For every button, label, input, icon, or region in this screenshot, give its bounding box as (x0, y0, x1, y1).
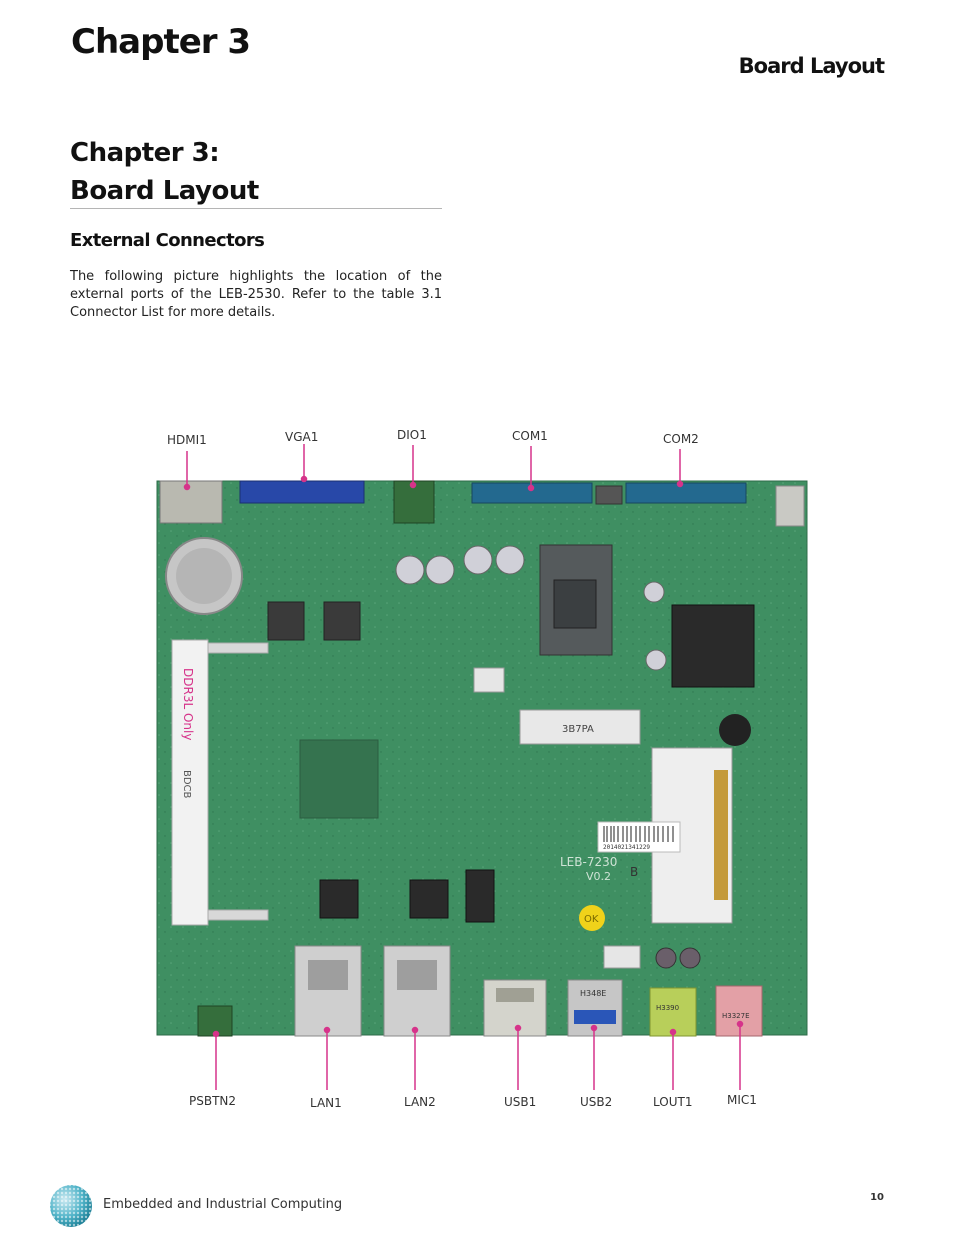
label-lout1: LOUT1 (653, 1095, 693, 1109)
dio-connector (393, 480, 435, 524)
usb1-port (483, 979, 547, 1037)
hdmi-port (159, 480, 223, 524)
version-marking: V0.2 (586, 870, 611, 883)
lan2-port (383, 945, 451, 1037)
capacitor (643, 581, 665, 603)
intro-paragraph: The following picture highlights the loc… (70, 269, 442, 320)
buzzer (719, 714, 751, 746)
page-title: Chapter 3: Board Layout (70, 134, 442, 209)
lout-chip-marking: H3390 (656, 1004, 679, 1012)
usb2-port (567, 979, 623, 1037)
com1-connector (471, 482, 593, 504)
section-header: Board Layout (738, 54, 885, 78)
capacitor (655, 947, 677, 969)
ok-sticker (579, 905, 605, 931)
lout-jack (649, 987, 697, 1037)
revision-marking: B (630, 865, 638, 879)
label-mic1: MIC1 (727, 1093, 757, 1107)
sim-slot (539, 544, 613, 656)
capacitor (645, 649, 667, 671)
label-dio1: DIO1 (397, 428, 427, 442)
label-com1: COM1 (512, 429, 548, 443)
chapter-header: Chapter 3 (71, 22, 251, 62)
cmos-battery (165, 537, 243, 615)
label-usb1: USB1 (504, 1095, 537, 1109)
usb-chip-marking: H348E (580, 989, 606, 998)
cf-slot (651, 747, 733, 924)
page-number: 10 (870, 1192, 884, 1203)
mini-card-socket (519, 709, 641, 745)
vga-connector (239, 480, 365, 504)
label-psbtn2: PSBTN2 (189, 1094, 237, 1108)
mic-chip-marking: H3327E (722, 1012, 750, 1020)
leader-lines (183, 444, 744, 1090)
capacitor (395, 555, 425, 585)
ok-marking: OK (584, 914, 599, 925)
label-lan2: LAN2 (404, 1095, 436, 1109)
pcb-board (157, 481, 807, 1035)
capacitor (463, 545, 493, 575)
com2-connector (625, 482, 747, 504)
page-title-line-1: Chapter 3: (70, 138, 220, 168)
barcode-label (597, 821, 681, 853)
bdc-marking: BDCB (181, 770, 192, 799)
company-logo-icon (48, 1183, 94, 1234)
capacitor (495, 545, 525, 575)
chip-marking: 3B7PA (562, 724, 594, 735)
psbtn-connector (197, 1005, 233, 1037)
io-chip (671, 604, 755, 688)
label-vga1: VGA1 (285, 430, 319, 444)
label-lan1: LAN1 (310, 1096, 342, 1110)
page-title-line-2: Board Layout (70, 176, 259, 206)
capacitor (679, 947, 701, 969)
label-com2: COM2 (663, 432, 699, 446)
lan1-port (294, 945, 362, 1037)
ddr-marking: DDR3L Only (181, 668, 195, 740)
subheading: External Connectors (70, 230, 265, 251)
capacitor (425, 555, 455, 585)
label-hdmi1: HDMI1 (167, 433, 207, 447)
sodimm-slot (171, 639, 209, 926)
label-usb2: USB2 (580, 1095, 613, 1109)
mic-jack (715, 985, 763, 1037)
barcode-number: 2014021341229 (603, 844, 650, 851)
model-marking: LEB-7230 (560, 855, 617, 869)
footer-company: Embedded and Industrial Computing (103, 1197, 343, 1212)
